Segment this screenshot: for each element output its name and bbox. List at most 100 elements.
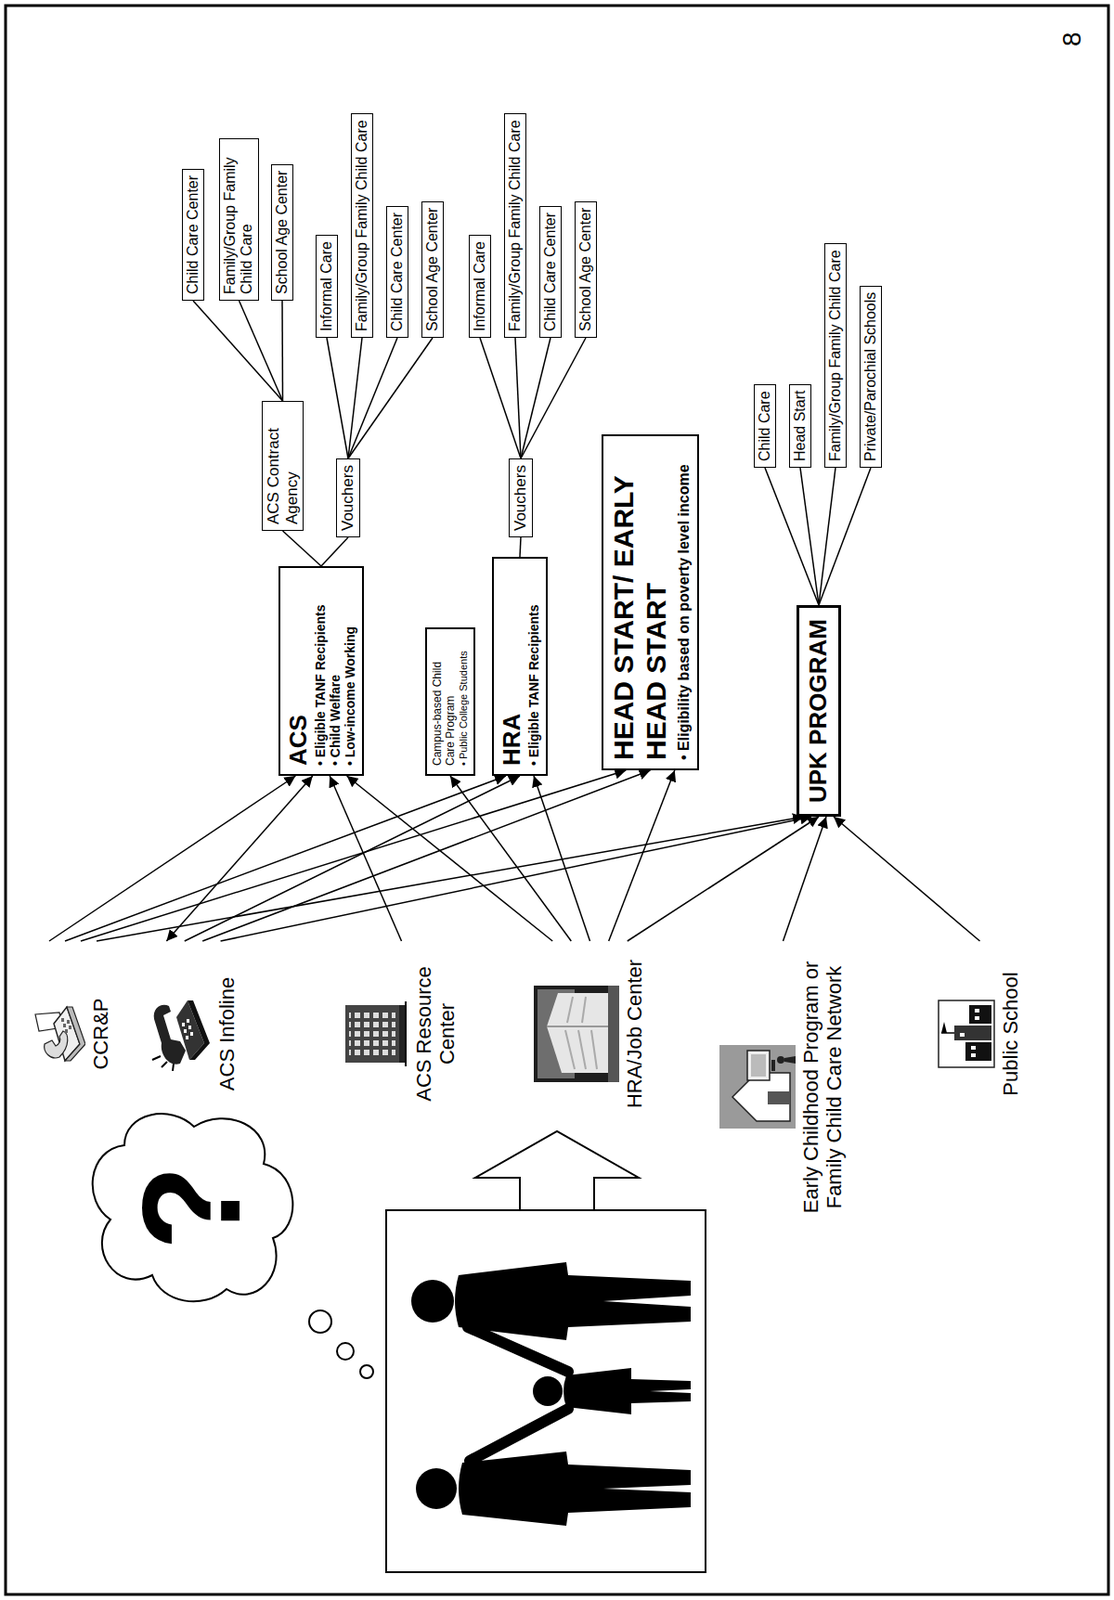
leaf-label: Family/Group Family Child Care — [827, 249, 844, 462]
leaf-label: Child Care Center — [184, 175, 202, 295]
bullet-item: • Public College Students — [457, 637, 470, 766]
arrow-connector — [329, 776, 402, 942]
fax-icon — [33, 1003, 86, 1065]
care-type-box: Head Start — [789, 384, 812, 468]
page-frame — [5, 5, 1109, 1595]
leaf-label: Informal Care — [471, 241, 489, 332]
branch-line — [764, 467, 819, 606]
arrow-connector — [64, 776, 506, 942]
block-arrow — [475, 1131, 639, 1211]
source-label: CCR&P — [89, 941, 113, 1127]
branch-line — [326, 337, 349, 459]
source-node: Early Childhood Program or Family Child … — [719, 941, 847, 1234]
leaf-label: Family/Group Family Child Care — [221, 144, 257, 295]
program-box: Campus-based Child Care Program• Public … — [425, 627, 476, 777]
care-type-box: School Age Center — [574, 201, 597, 338]
program-box: HRA• Eligible TANF Recipients — [492, 557, 548, 777]
arrow-connector — [80, 770, 626, 942]
voucher-box: Vouchers — [508, 458, 533, 538]
care-type-box: Informal Care — [315, 234, 338, 338]
bullet-item: • Child Welfare — [327, 576, 343, 766]
leaf-label: Family/Group Family Child Care — [506, 119, 524, 332]
agency-box: ACS Contract Agency — [261, 401, 304, 532]
school-icon — [937, 999, 996, 1069]
branch-line — [800, 467, 819, 606]
care-type-box: Child Care Center — [386, 206, 409, 338]
program-box: UPK PROGRAM — [796, 605, 842, 817]
bullet-item: • Low-income Working — [342, 576, 358, 766]
source-node: ACS Infoline — [148, 941, 239, 1127]
building-icon — [343, 1001, 409, 1067]
child-care-icon — [719, 1046, 796, 1130]
arrow-connector — [49, 776, 296, 942]
arrow-connector — [783, 816, 828, 942]
source-label: ACS Infoline — [215, 941, 239, 1127]
care-type-box: Private/Parochial Schools — [859, 285, 882, 468]
box-heading: UPK PROGRAM — [804, 619, 833, 804]
branch-line — [283, 531, 323, 567]
leaf-label: Private/Parochial Schools — [862, 292, 880, 462]
arrow-connector — [450, 776, 571, 942]
leaf-label: Family/Group Family Child Care — [353, 119, 371, 332]
care-type-box: Informal Care — [468, 234, 492, 338]
branch-line — [281, 300, 284, 402]
program-box: HEAD START/ EARLY HEAD START• Eligibilit… — [601, 434, 700, 771]
leaf-label: School Age Center — [424, 207, 441, 332]
family-frame — [386, 1210, 706, 1573]
arrow-connector — [202, 770, 650, 942]
arrow-connector — [347, 776, 554, 942]
leaf-label: Informal Care — [318, 241, 336, 332]
box-heading: Campus-based Child Care Program — [431, 637, 458, 766]
sub-box-label: ACS Contract Agency — [264, 407, 301, 525]
branch-line — [193, 300, 284, 402]
telephone-icon — [148, 995, 212, 1074]
bullet-item: • Eligible TANF Recipients — [526, 567, 542, 766]
leaf-label: Child Care Center — [542, 212, 559, 332]
family-silhouette — [411, 1262, 691, 1527]
arrow-connector — [184, 776, 520, 942]
box-heading: ACS — [284, 576, 313, 766]
leaf-label: Head Start — [791, 390, 809, 462]
care-type-box: Child Care — [753, 384, 777, 468]
arrow-connector — [833, 816, 981, 942]
arrow-connector — [96, 816, 804, 942]
question-mark: ? — [111, 1165, 273, 1252]
arrow-connector — [166, 776, 312, 942]
source-label: ACS Resource Center — [412, 941, 460, 1127]
box-heading: HEAD START/ EARLY HEAD START — [608, 475, 673, 762]
leaf-label: School Age Center — [273, 170, 291, 295]
page-number: 8 — [1058, 31, 1088, 47]
sub-box-label: Vouchers — [511, 465, 531, 532]
source-node: ACS Resource Center — [343, 941, 460, 1127]
source-node: Public School — [937, 941, 1023, 1127]
branch-line — [479, 337, 521, 459]
arrow-connector — [533, 776, 591, 942]
thought-bubbles — [309, 1310, 374, 1379]
branch-line — [239, 300, 284, 402]
branch-line — [321, 537, 349, 567]
thought-cloud: ? — [77, 1103, 306, 1313]
care-type-box: Child Care Center — [181, 168, 205, 301]
care-type-box: Family/Group Family Child Care — [350, 113, 374, 338]
care-type-box: Family/Group Family Child Care — [824, 243, 847, 468]
care-type-box: School Age Center — [271, 164, 294, 301]
holding-hands — [467, 1327, 569, 1462]
bullet-item: • Eligible TANF Recipients — [312, 576, 328, 766]
branch-line — [515, 337, 521, 459]
branch-line — [520, 337, 551, 459]
program-box: ACS• Eligible TANF Recipients• Child Wel… — [278, 566, 364, 777]
care-type-box: Family/Group Family Child Care — [504, 113, 527, 338]
care-type-box: School Age Center — [421, 201, 444, 338]
source-node: CCR&P — [33, 941, 113, 1127]
bullet-item: • Eligibility based on poverty level inc… — [675, 444, 693, 761]
source-label: HRA/Job Center — [622, 941, 647, 1127]
care-type-box: Child Care Center — [539, 206, 562, 338]
branch-line — [818, 467, 871, 606]
branch-line — [348, 337, 433, 459]
leaf-label: Child Care Center — [388, 212, 406, 332]
job-center-photo — [533, 985, 620, 1083]
box-heading: HRA — [498, 567, 527, 766]
care-type-box: Family/Group Family Child Care — [219, 138, 260, 301]
leaf-label: Child Care — [756, 390, 774, 462]
